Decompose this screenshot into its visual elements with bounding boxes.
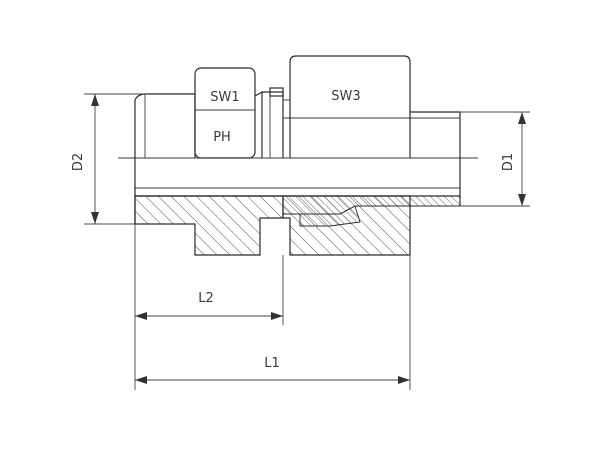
cutting-ring-section (299, 205, 361, 227)
label-ph: PH (213, 130, 231, 145)
label-l2: L2 (198, 291, 214, 306)
dimensions (84, 93, 530, 390)
label-l1: L1 (264, 356, 280, 371)
hex-sw1 (194, 67, 256, 159)
label-d1: D1 (501, 153, 516, 171)
label-sw3: SW3 (331, 89, 360, 104)
exterior-view (118, 55, 478, 224)
section-view (134, 195, 461, 256)
nut-sw3 (289, 55, 411, 158)
label-d2: D2 (71, 153, 86, 171)
body-section-left (134, 195, 284, 256)
label-sw1: SW1 (210, 90, 239, 105)
tube (410, 111, 461, 206)
